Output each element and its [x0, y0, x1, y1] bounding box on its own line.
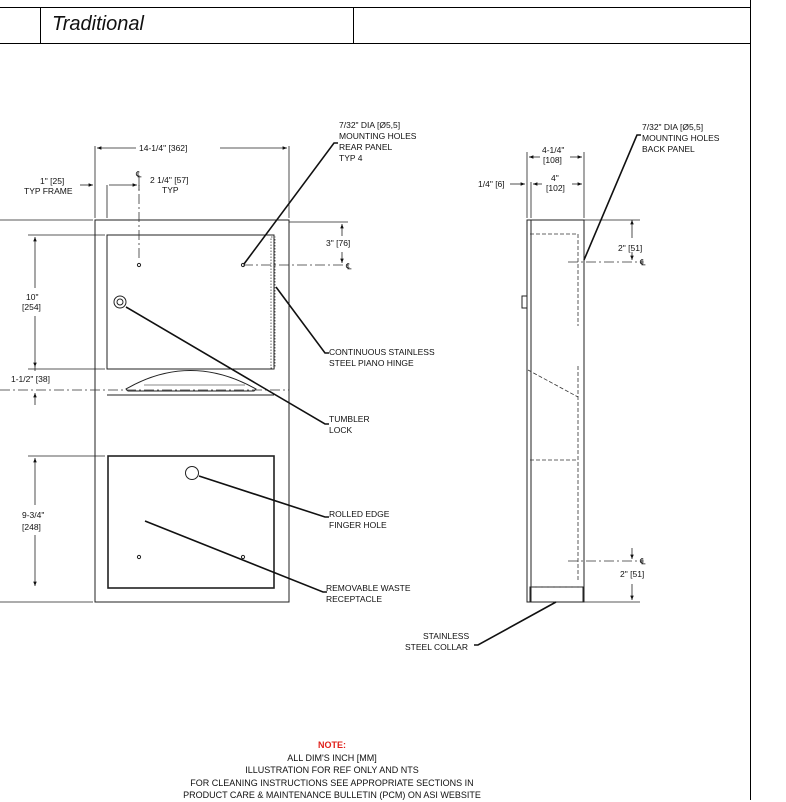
frame-dim-note: TYP FRAME [24, 186, 73, 196]
finger-hole-icon [185, 466, 199, 480]
front-dimension-labels: 14-1/4" [362] 1" [25] TYP FRAME ℄ 2 1/4"… [11, 143, 352, 532]
finger-hole-callout: FINGER HOLE [329, 520, 387, 530]
collar-callout: STAINLESS [423, 631, 469, 641]
top-hole-dim: 2" [51] [618, 243, 642, 253]
title-bar: Traditional [0, 7, 750, 44]
centerline-symbol: ℄ [135, 169, 142, 179]
centerline-symbol: ℄ [639, 257, 646, 267]
upper-door [106, 234, 275, 370]
title-bar-divider [353, 8, 354, 43]
lower-height-dim: 9-3/4" [22, 510, 44, 520]
mounting-hole [240, 554, 246, 560]
frame-outline [94, 219, 290, 603]
front-view [94, 219, 290, 603]
notes-block: NOTE: ALL DIM'S INCH [MM] ILLUSTRATION F… [130, 739, 534, 802]
depth-inner-dim: 4" [551, 173, 559, 183]
center-dim: 2 1/4" [57] [150, 175, 188, 185]
title-bar-divider [40, 8, 41, 43]
mounting-hole [136, 554, 142, 560]
note-line: ILLUSTRATION FOR REF ONLY AND NTS [245, 765, 419, 776]
side-collar [529, 586, 584, 603]
note-line: ALL DIM'S INCH [MM] [287, 752, 377, 763]
piano-hinge-callout: STEEL PIANO HINGE [329, 358, 414, 368]
note-title: NOTE: [318, 740, 346, 750]
top-offset-dim: 3" [76] [326, 238, 350, 248]
page-title: Traditional [52, 13, 144, 35]
flange-dim: 1/4" [6] [478, 179, 505, 189]
frame-dim: 1" [25] [40, 176, 64, 186]
callout-labels: 7/32" DIA [Ø5,5] MOUNTING HOLES REAR PAN… [326, 120, 720, 652]
piano-hinge [270, 236, 276, 369]
width-dim: 14-1/4" [362] [139, 143, 187, 153]
side-view [521, 219, 585, 603]
lower-height-mm: [248] [22, 522, 41, 532]
mounting-back-callout: BACK PANEL [642, 144, 695, 154]
tumbler-lock-callout: TUMBLER [329, 414, 370, 424]
depth-inner-mm: [102] [546, 183, 565, 193]
receptacle-callout: REMOVABLE WASTE [326, 583, 411, 593]
mounting-rear-callout: TYP 4 [339, 153, 363, 163]
note-line: PRODUCT CARE & MAINTENANCE BULLETIN (PCM… [183, 790, 481, 801]
note-line: FOR CLEANING INSTRUCTIONS SEE APPROPRIAT… [190, 777, 474, 788]
mounting-back-callout: 7/32" DIA [Ø5,5] [642, 122, 703, 132]
upper-height-dim: 10" [26, 292, 38, 302]
side-frame [526, 219, 585, 603]
collar-callout: STEEL COLLAR [405, 642, 468, 652]
centerline-symbol: ℄ [345, 261, 352, 271]
mounting-back-callout: MOUNTING HOLES [642, 133, 720, 143]
waste-receptacle [107, 455, 275, 589]
mounting-rear-callout: REAR PANEL [339, 142, 392, 152]
gap-dim: 1-1/2" [38] [11, 374, 50, 384]
sheet-border [750, 0, 751, 800]
centerline-symbol: ℄ [639, 556, 646, 566]
receptacle-callout: RECEPTACLE [326, 594, 382, 604]
towel-dispenser-lip [125, 370, 257, 392]
finger-hole-callout: ROLLED EDGE [329, 509, 390, 519]
mounting-rear-callout: MOUNTING HOLES [339, 131, 417, 141]
tumbler-lock-icon [113, 295, 127, 309]
piano-hinge-callout: CONTINUOUS STAINLESS [329, 347, 435, 357]
upper-height-mm: [254] [22, 302, 41, 312]
side-dimension-labels: 4-1/4" [108] 4" [102] 1/4" [6] 2" [51] ℄… [478, 145, 646, 579]
center-dim-note: TYP [162, 185, 179, 195]
tumbler-lock-callout: LOCK [329, 425, 352, 435]
depth-outer-mm: [108] [543, 155, 562, 165]
bottom-hole-dim: 2" [51] [620, 569, 644, 579]
mounting-hole [136, 262, 142, 268]
mounting-rear-callout: 7/32" DIA [Ø5,5] [339, 120, 400, 130]
depth-outer-dim: 4-1/4" [542, 145, 564, 155]
